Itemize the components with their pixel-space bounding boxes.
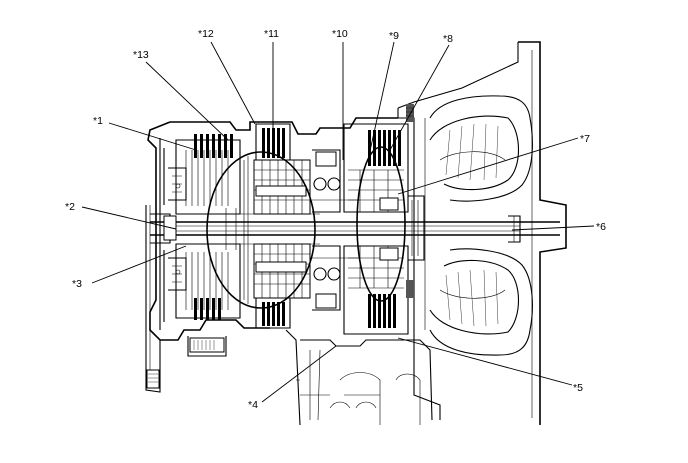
center-planetary-gear-set <box>220 123 360 329</box>
callout-13: *13 <box>133 49 149 61</box>
callout-5: *5 <box>573 382 583 394</box>
leader-13 <box>145 61 229 141</box>
callout-labels: *1 *2 *3 *4 *5 *6 *7 *8 *9 *10 *11 *12 *… <box>65 28 606 411</box>
leader-12 <box>210 41 256 125</box>
converter-housing <box>397 41 567 425</box>
leader-4 <box>261 345 337 403</box>
leader-7 <box>397 137 579 195</box>
leader-9 <box>367 41 395 161</box>
leader-5 <box>397 337 573 386</box>
callout-1: *1 <box>93 115 103 127</box>
leader-6 <box>511 225 595 231</box>
leader-lines <box>81 41 595 403</box>
callout-8: *8 <box>443 33 453 45</box>
callout-11: *11 <box>264 28 279 40</box>
callout-4: *4 <box>248 399 258 411</box>
leader-8 <box>389 44 450 151</box>
leader-1 <box>108 122 197 151</box>
front-highlight-ellipse <box>356 146 406 302</box>
leader-3 <box>91 245 187 284</box>
center-highlight-ellipse <box>206 151 316 309</box>
leader-2 <box>81 206 177 230</box>
callout-7: *7 <box>580 133 590 145</box>
callout-10: *10 <box>332 28 348 40</box>
callout-3: *3 <box>72 278 82 290</box>
transmission-case <box>145 117 433 426</box>
callout-9: *9 <box>389 30 399 42</box>
front-clutch-pack <box>343 104 425 335</box>
callout-12: *12 <box>198 28 214 40</box>
callout-6: *6 <box>596 221 606 233</box>
callout-2: *2 <box>65 201 75 213</box>
input-shaft <box>150 213 560 244</box>
